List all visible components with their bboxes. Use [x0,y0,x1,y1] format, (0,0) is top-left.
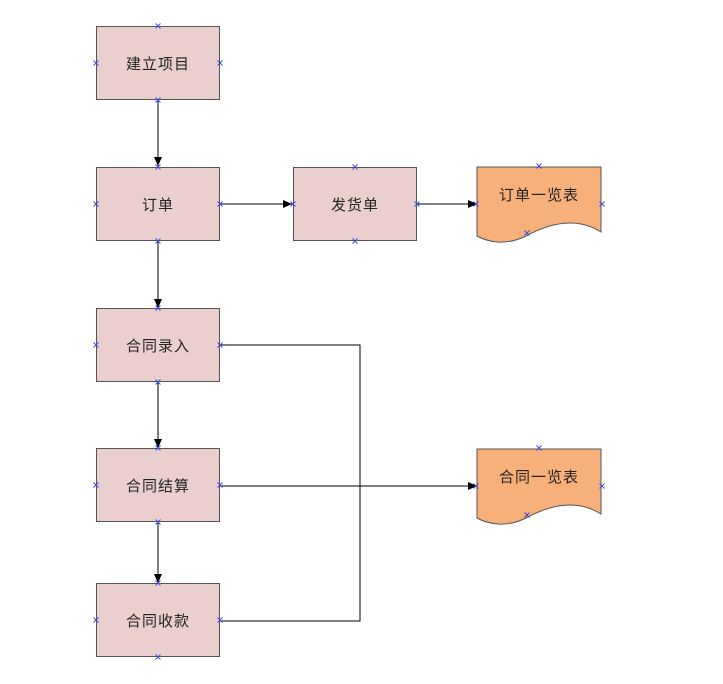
node-create-project[interactable]: 建立项目 [96,26,220,100]
node-order[interactable]: 订单 [96,167,220,241]
node-order-list-document[interactable]: 订单一览表 [476,166,602,246]
node-delivery-note[interactable]: 发货单 [293,167,417,241]
node-label: 发货单 [330,195,379,214]
node-label: 合同录入 [125,336,190,355]
node-label: 合同收款 [125,611,190,630]
document-shape-icon [476,448,602,525]
node-label: 合同一览表 [498,468,579,486]
edge-contract-entry-to-bus [220,344,361,622]
node-contract-settlement[interactable]: 合同结算 [96,448,220,522]
document-shape-icon [476,166,602,243]
node-contract-collection[interactable]: 合同收款 [96,583,220,657]
node-label: 合同结算 [125,476,190,495]
node-label: 订单 [141,195,174,214]
node-label: 订单一览表 [498,186,579,204]
node-label: 建立项目 [125,54,190,73]
node-contract-list-document[interactable]: 合同一览表 [476,448,602,528]
node-contract-entry[interactable]: 合同录入 [96,308,220,382]
